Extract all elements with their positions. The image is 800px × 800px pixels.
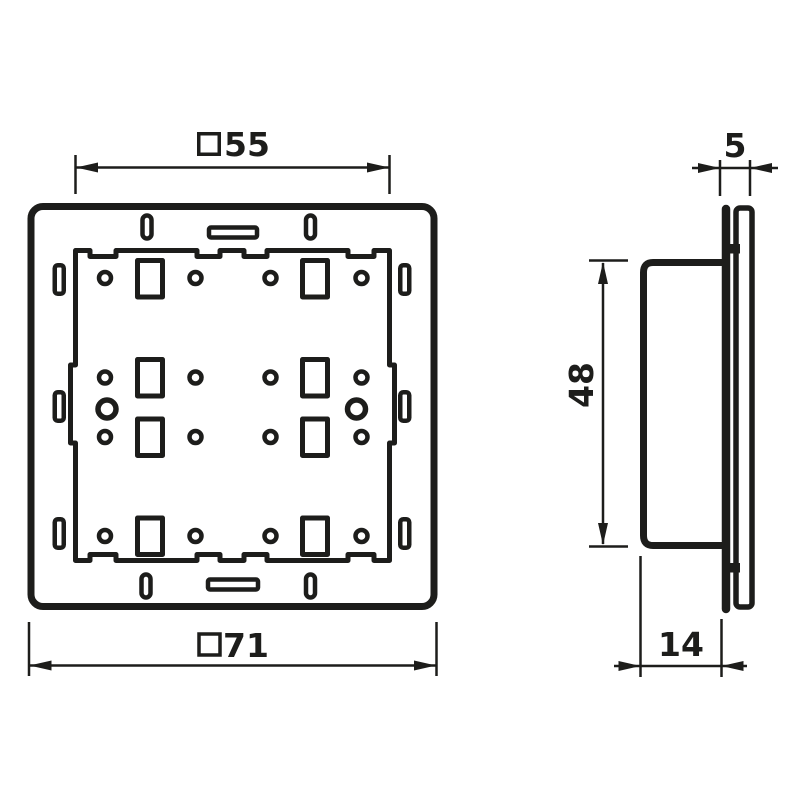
dimension-value-outer-square: 71 [223, 626, 269, 665]
side-view [640, 204, 755, 614]
frame-slot-vertical [140, 213, 154, 241]
contact-hole-row [96, 428, 370, 446]
contact-hole [262, 428, 279, 446]
fixing-claw [722, 244, 740, 254]
button-contact [300, 515, 330, 557]
button-contact [300, 258, 330, 300]
arrowhead-left [29, 660, 52, 671]
led-hole-large [344, 397, 369, 421]
dimension-outer-square: 71 [27, 622, 438, 676]
frame-slot-side [52, 263, 66, 296]
module-body-profile [640, 259, 723, 549]
contact-hole [262, 269, 279, 287]
arrowhead-right [750, 163, 772, 173]
contact-hole-row [96, 527, 370, 545]
mounting-plate [68, 248, 397, 563]
contact-hole [353, 369, 370, 386]
cover-frame [27, 203, 438, 610]
frame-slot-side [52, 390, 66, 423]
contact-hole [96, 369, 114, 386]
button-contact [135, 416, 165, 458]
arrowhead-down [598, 523, 608, 545]
arrowhead-left [618, 661, 641, 671]
led-hole-large [95, 397, 119, 421]
dimension-mounting-depth: 14 [614, 556, 747, 677]
frame-slot-horizontal [206, 225, 260, 240]
contact-hole-row [96, 269, 370, 287]
contact-hole [96, 527, 114, 545]
frame-slot-side [52, 517, 66, 550]
arrowhead-left [76, 162, 98, 173]
contact-hole [262, 369, 279, 386]
contact-hole-row [96, 369, 370, 386]
frame-slot-side [398, 390, 412, 423]
arrowhead-right [721, 661, 744, 671]
button-contact [300, 416, 330, 458]
front-view [27, 203, 438, 610]
contact-hole [187, 369, 204, 386]
frame-slot-vertical [303, 572, 318, 600]
button-contact [135, 258, 165, 300]
frame-slot-horizontal [205, 577, 261, 592]
dimension-body-height: 48 [562, 259, 628, 548]
frame-slot-side [398, 263, 412, 296]
dimension-frame-thickness: 5 [692, 126, 778, 196]
frame-slot-vertical [303, 213, 318, 241]
dimension-inner-square: 55 [74, 125, 391, 194]
contact-hole [353, 527, 370, 545]
contact-hole [262, 527, 279, 545]
square-dimension-icon [197, 132, 221, 156]
contact-hole [353, 428, 370, 446]
contact-hole [353, 269, 370, 287]
frame-profile [733, 205, 755, 610]
fixing-claw [722, 563, 740, 573]
dimension-annotations: 55 71 5 48 [27, 125, 778, 677]
dimension-value-body-height: 48 [562, 362, 601, 408]
frame-slot-vertical [139, 572, 153, 600]
arrowhead-up [598, 262, 608, 284]
contact-hole [187, 527, 204, 545]
arrowhead-right [367, 162, 389, 173]
button-contact [135, 515, 165, 557]
frame-slot-side [398, 517, 412, 550]
contact-hole [96, 269, 114, 287]
dimension-value-inner-square: 55 [224, 125, 270, 164]
contact-hole [96, 428, 114, 446]
contact-hole [187, 269, 204, 287]
dimension-value-frame-thickness: 5 [724, 126, 747, 165]
square-dimension-icon [197, 632, 222, 657]
arrowhead-right [414, 660, 436, 671]
button-contact [135, 357, 165, 399]
dimension-value-mounting-depth: 14 [658, 625, 704, 664]
arrowhead-left [698, 163, 720, 173]
button-contact [300, 357, 330, 399]
contact-hole [187, 428, 204, 446]
